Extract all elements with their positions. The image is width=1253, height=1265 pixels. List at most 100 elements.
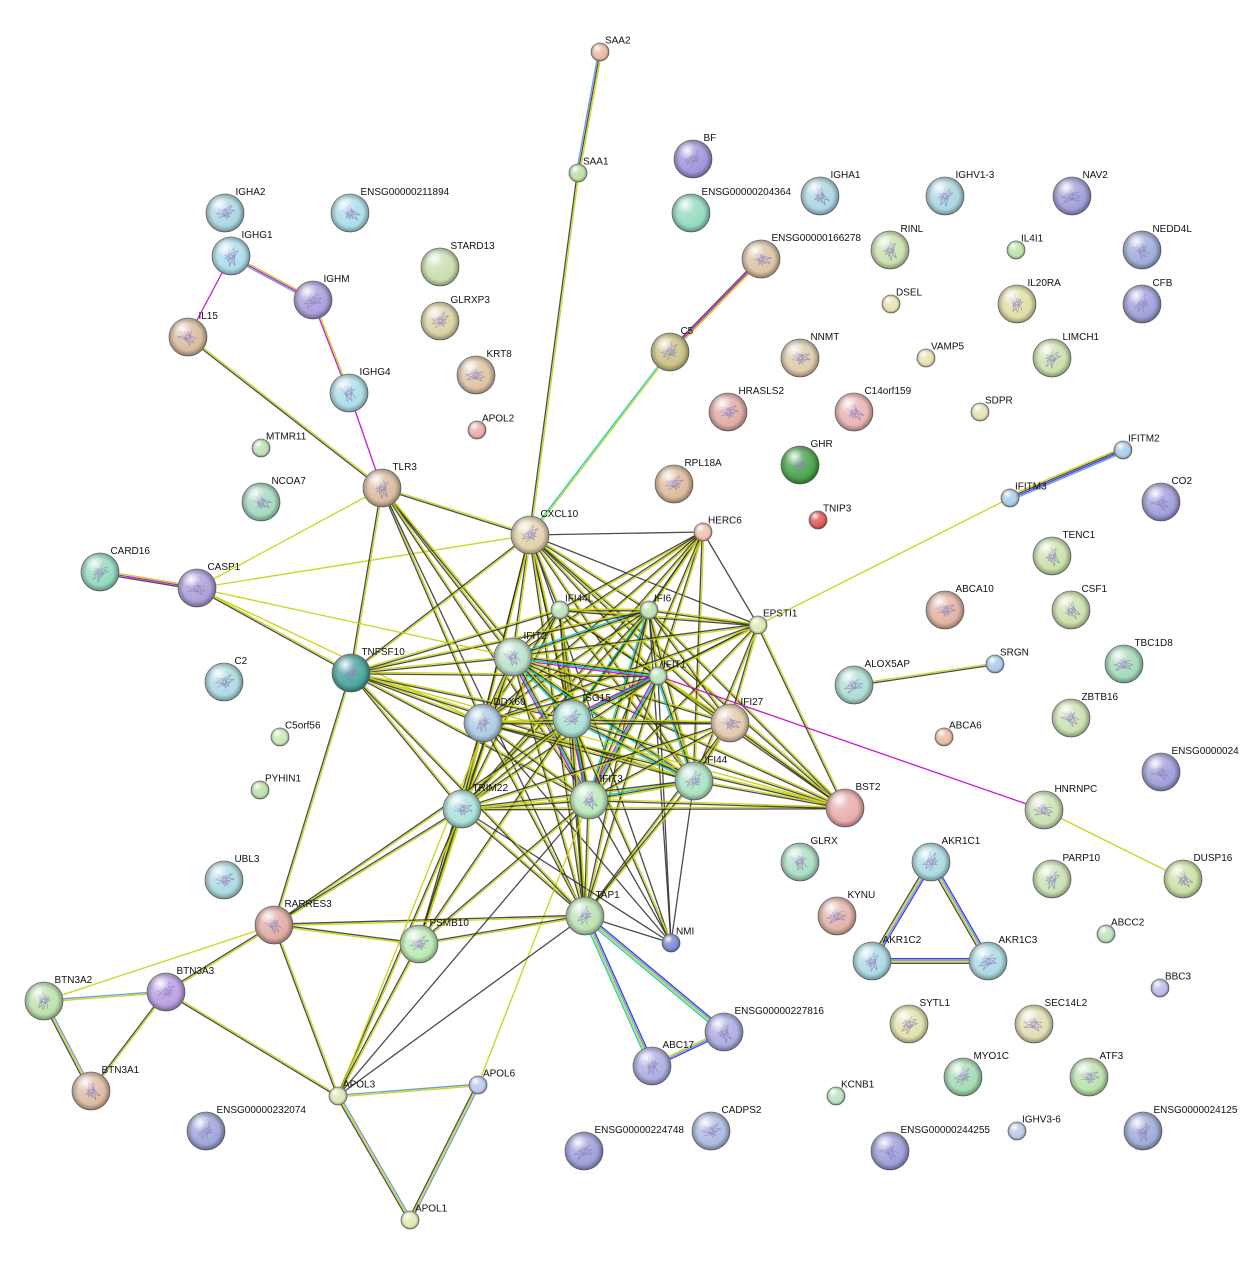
- node-c5[interactable]: C5: [650, 326, 694, 372]
- node-il15[interactable]: IL15: [168, 311, 218, 357]
- node-ensg0000024[interactable]: ENSG0000024: [1141, 746, 1239, 792]
- node-hnrnpc[interactable]: HNRNPC: [1024, 784, 1097, 830]
- node-vamp5[interactable]: VAMP5: [916, 341, 965, 368]
- node-ncoa7[interactable]: NCOA7: [241, 476, 306, 522]
- node-ensg00000204364[interactable]: ENSG00000204364: [671, 187, 791, 233]
- node-apol1[interactable]: APOL1: [400, 1203, 448, 1230]
- node-cxcl10[interactable]: CXCL10: [510, 509, 579, 555]
- node-trim22[interactable]: TRIM22: [442, 783, 508, 829]
- node-ensg00000166278[interactable]: ENSG00000166278: [741, 233, 861, 279]
- node-ighv1-3[interactable]: IGHV1-3: [925, 170, 995, 216]
- node-akr1c3[interactable]: AKR1C3: [968, 935, 1038, 981]
- node-il4i1[interactable]: IL4I1: [1006, 233, 1044, 260]
- node-il20ra[interactable]: IL20RA: [997, 278, 1061, 324]
- node-tap1[interactable]: TAP1: [565, 890, 620, 936]
- node-btn3a3[interactable]: BTN3A3: [146, 966, 215, 1012]
- node-ghr[interactable]: GHR: [780, 439, 833, 485]
- node-abc17[interactable]: ABC17: [632, 1040, 695, 1086]
- node-ensg00000211894[interactable]: ENSG00000211894: [330, 187, 450, 233]
- node-kcnb1[interactable]: KCNB1: [826, 1079, 875, 1106]
- node-nav2[interactable]: NAV2: [1052, 170, 1108, 216]
- node-bbc3[interactable]: BBC3: [1150, 971, 1192, 998]
- node-rinl[interactable]: RINL: [870, 224, 924, 270]
- node-ensg00000244255[interactable]: ENSG00000244255: [870, 1125, 990, 1171]
- node-bst2[interactable]: BST2: [825, 782, 881, 828]
- node-akr1c2[interactable]: AKR1C2: [852, 935, 922, 981]
- node-myo1c[interactable]: MYO1C: [943, 1051, 1009, 1097]
- node-ifit1[interactable]: IFIT1: [648, 659, 687, 686]
- node-bf[interactable]: BF: [673, 133, 716, 179]
- node-rpl18a[interactable]: RPL18A: [654, 458, 722, 504]
- node-dusp16[interactable]: DUSP16: [1163, 853, 1233, 899]
- node-saa2[interactable]: SAA2: [590, 35, 631, 62]
- node-csf1[interactable]: CSF1: [1051, 584, 1107, 630]
- node-limch1[interactable]: LIMCH1: [1032, 332, 1100, 378]
- node-mtmr11[interactable]: MTMR11: [251, 431, 307, 458]
- node-stard13[interactable]: STARD13: [420, 241, 495, 287]
- node-pyhin1[interactable]: PYHIN1: [250, 773, 302, 800]
- node-zbtb16[interactable]: ZBTB16: [1051, 692, 1119, 738]
- node-ighm[interactable]: IGHM: [293, 274, 350, 320]
- node-igha2[interactable]: IGHA2: [205, 187, 266, 233]
- node-cadps2[interactable]: CADPS2: [691, 1105, 762, 1151]
- node-ensg0000024125[interactable]: ENSG0000024125: [1123, 1105, 1238, 1151]
- node-abcc2[interactable]: ABCC2: [1096, 917, 1145, 944]
- node-ensg00000224748[interactable]: ENSG00000224748: [564, 1125, 684, 1171]
- node-parp10[interactable]: PARP10: [1032, 853, 1101, 899]
- node-akr1c1[interactable]: AKR1C1: [911, 836, 981, 882]
- node-ifi6[interactable]: IFI6: [639, 593, 672, 620]
- node-ifitm3[interactable]: IFITM3: [1000, 481, 1047, 508]
- node-casp1[interactable]: CASP1: [177, 562, 241, 608]
- node-ighg4[interactable]: IGHG4: [329, 367, 391, 413]
- node-abca10[interactable]: ABCA10: [925, 584, 994, 630]
- node-c2[interactable]: C2: [204, 656, 248, 702]
- node-sec14l2[interactable]: SEC14L2: [1014, 998, 1088, 1044]
- node-abca6[interactable]: ABCA6: [934, 720, 982, 747]
- node-sytl1[interactable]: SYTL1: [889, 998, 950, 1044]
- node-psmb10[interactable]: PSMB10: [399, 918, 469, 964]
- node-hrasls2[interactable]: HRASLS2: [708, 386, 784, 432]
- node-apol2[interactable]: APOL2: [467, 413, 515, 440]
- node-glrx[interactable]: GLRX: [780, 836, 838, 882]
- node-cfb[interactable]: CFB: [1122, 278, 1173, 324]
- node-glrxp3[interactable]: GLRXP3: [420, 295, 490, 341]
- node-ifi44l[interactable]: IFI44L: [550, 593, 594, 620]
- node-rarres3[interactable]: RARRES3: [254, 899, 332, 945]
- node-alox5ap[interactable]: ALOX5AP: [834, 659, 910, 705]
- node-btn3a1[interactable]: BTN3A1: [71, 1065, 140, 1111]
- node-ifit2[interactable]: IFIT2: [493, 631, 547, 677]
- node-dsel[interactable]: DSEL: [881, 287, 923, 314]
- node-ubl3[interactable]: UBL3: [204, 854, 260, 900]
- node-srgn[interactable]: SRGN: [985, 647, 1029, 674]
- node-kynu[interactable]: KYNU: [817, 890, 875, 936]
- node-isg15[interactable]: ISG15: [552, 693, 611, 739]
- node-epsti1[interactable]: EPSTI1: [748, 608, 798, 635]
- node-atf3[interactable]: ATF3: [1069, 1051, 1124, 1097]
- node-ighv3-6[interactable]: IGHV3-6: [1007, 1114, 1061, 1141]
- node-ifitm2[interactable]: IFITM2: [1113, 433, 1160, 460]
- node-apol3[interactable]: APOL3: [328, 1079, 376, 1106]
- node-tnfsf10[interactable]: TNFSF10: [331, 647, 405, 693]
- node-tnip3[interactable]: TNIP3: [808, 503, 852, 530]
- node-ifit3[interactable]: IFIT3: [569, 774, 623, 820]
- node-saa1[interactable]: SAA1: [568, 156, 609, 183]
- node-nedd4l[interactable]: NEDD4L: [1122, 224, 1192, 270]
- node-btn3a2[interactable]: BTN3A2: [24, 975, 93, 1021]
- node-nmi[interactable]: NMI: [661, 926, 694, 953]
- node-tenc1[interactable]: TENC1: [1032, 530, 1096, 576]
- node-c5orf56[interactable]: C5orf56: [270, 720, 321, 747]
- node-c14orf159[interactable]: C14orf159: [834, 386, 912, 432]
- node-tbc1d8[interactable]: TBC1D8: [1104, 638, 1173, 684]
- node-ensg00000232074[interactable]: ENSG00000232074: [186, 1105, 306, 1151]
- node-ifi44[interactable]: IFI44: [674, 755, 728, 801]
- node-tlr3[interactable]: TLR3: [362, 462, 417, 508]
- node-ensg00000227816[interactable]: ENSG00000227816: [704, 1006, 824, 1052]
- node-krt8[interactable]: KRT8: [456, 349, 512, 395]
- node-igha1[interactable]: IGHA1: [800, 170, 861, 216]
- node-nnmt[interactable]: NNMT: [780, 332, 839, 378]
- node-card16[interactable]: CARD16: [80, 546, 150, 592]
- node-ddx60[interactable]: DDX60: [463, 697, 526, 743]
- node-herc6[interactable]: HERC6: [693, 515, 742, 542]
- node-sdpr[interactable]: SDPR: [970, 395, 1013, 422]
- node-apol6[interactable]: APOL6: [468, 1068, 516, 1095]
